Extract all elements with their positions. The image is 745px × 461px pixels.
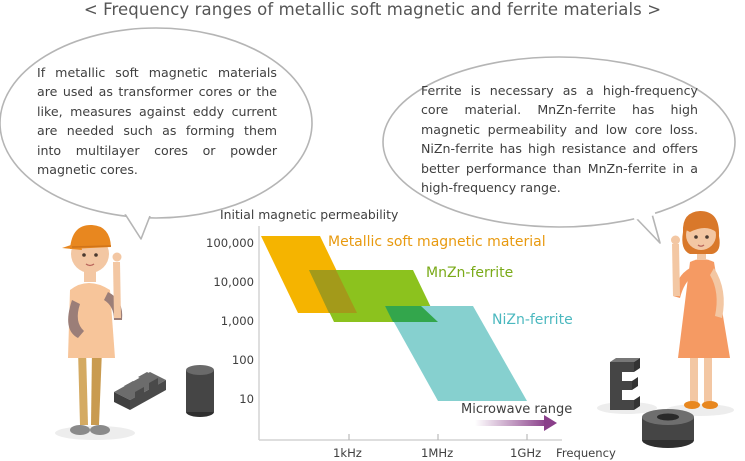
left-speech-bubble (0, 27, 313, 240)
microwave-range-label: Microwave range (461, 402, 573, 417)
x-tick-label: 1GHz (510, 446, 542, 460)
y-tick-label: 10,000 (213, 275, 254, 289)
woman-icon (666, 211, 734, 416)
region-nizn (385, 306, 527, 401)
ring-core-icon (642, 409, 694, 448)
diagram-axes (258, 226, 562, 441)
x-tick-label: 1kHz (333, 446, 362, 460)
left-bubble-text: If metallic soft magnetic materials are … (37, 65, 277, 178)
region-overlap-mnzn-nizn (385, 306, 438, 322)
y-tick-label: 100 (231, 353, 254, 367)
rod-core-icon (186, 365, 214, 417)
y-tick-label: 100,000 (206, 236, 254, 250)
y-tick-label: 10 (239, 392, 254, 406)
right-bubble-text: Ferrite is necessary as a high-frequency… (421, 83, 698, 196)
metallic-material-label: Metallic soft magnetic material (328, 234, 546, 250)
mnzn-ferrite-label: MnZn-ferrite (426, 265, 514, 281)
x-tick-label: 1MHz (421, 446, 454, 460)
nizn-ferrite-label: NiZn-ferrite (492, 312, 573, 328)
right-speech-bubble (382, 56, 736, 244)
microwave-arrow (475, 415, 557, 431)
man-with-cap-icon (55, 224, 135, 440)
region-overlap-metal-mnzn (309, 270, 357, 313)
e-core-icon (114, 372, 166, 410)
y-axis-title: Initial magnetic permeability (220, 207, 399, 222)
y-tick-label: 1,000 (220, 314, 254, 328)
x-axis-label: Frequency (556, 446, 616, 460)
page-title: < Frequency ranges of metallic soft magn… (83, 0, 662, 19)
e-core-icon (597, 358, 657, 414)
